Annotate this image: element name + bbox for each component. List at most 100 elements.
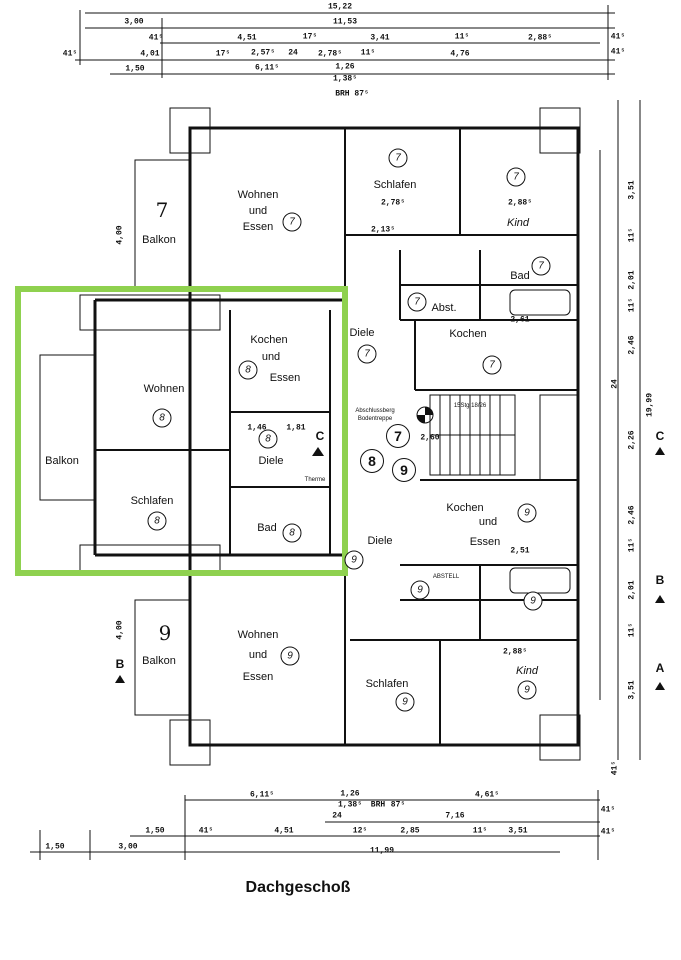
- dim: 2,88⁵: [507, 198, 533, 208]
- dim: 2,88⁵: [527, 33, 553, 43]
- dim: 41⁵: [198, 826, 214, 836]
- dim: 2,26: [627, 430, 637, 450]
- dim: 17⁵: [215, 49, 231, 59]
- unit-number-badge: 9: [523, 591, 543, 611]
- dim: 2,51: [510, 546, 530, 556]
- dim: 1,50: [125, 64, 145, 74]
- room-label-balkon: Balkon: [142, 234, 176, 246]
- unit-number-badge: 8: [258, 429, 278, 449]
- bottom-dimension-lines: [30, 790, 600, 860]
- room-label-und: und: [478, 516, 498, 528]
- stair-steps: 15Stg 18/26: [453, 403, 487, 409]
- dim: 41⁵: [610, 47, 626, 57]
- section-b-left-marker: [115, 675, 125, 683]
- section-label-b-left: B: [115, 657, 125, 671]
- top-dimension-lines: [75, 5, 615, 80]
- bathtubs: [509, 289, 571, 594]
- dim: 4,01: [140, 49, 160, 59]
- floor-title: Dachgeschoß: [245, 879, 351, 896]
- dim: 2,85: [400, 826, 420, 836]
- section-label-b: B: [655, 573, 665, 587]
- room-label-essen: Essen: [242, 221, 274, 233]
- right-dimension-lines: [599, 100, 641, 760]
- dim: 24: [332, 811, 342, 821]
- unit-number-badge: 7: [357, 344, 377, 364]
- unit-number-badge: 7: [482, 355, 502, 375]
- unit-number-badge: 8: [152, 408, 172, 428]
- dim: 3,41: [370, 33, 390, 43]
- dim: 2,01: [627, 580, 637, 600]
- stair-note: Bodentreppe: [357, 416, 393, 422]
- unit-number-badge: 9: [395, 692, 415, 712]
- dim: 24: [610, 379, 620, 389]
- room-label-schlafen: Schlafen: [365, 678, 409, 690]
- dim: 2,57⁵: [250, 48, 276, 58]
- dim: 6,11⁵: [249, 790, 275, 800]
- unit-number-badge: 7: [506, 167, 526, 187]
- dim: 1,46: [247, 423, 267, 433]
- unit-number-badge: 8: [238, 360, 258, 380]
- dim: 12⁵: [352, 826, 368, 836]
- dim: 2,46: [627, 505, 637, 525]
- dim: 11⁵: [627, 227, 637, 243]
- dim: 11⁵: [627, 537, 637, 553]
- room-label-diele: Diele: [258, 455, 284, 467]
- dim: 2,61: [510, 315, 530, 325]
- dim: 2,78⁵: [317, 49, 343, 59]
- dim: 11,99: [369, 846, 395, 856]
- room-label-essen: Essen: [242, 671, 274, 683]
- room-label-essen: Essen: [469, 536, 501, 548]
- dim: 2,46: [627, 335, 637, 355]
- dim: 7,16: [445, 811, 465, 821]
- room-label-abstell: ABSTELL: [432, 574, 460, 580]
- handwritten-unit-number: 7: [155, 198, 169, 222]
- room-label-bad: Bad: [510, 270, 530, 282]
- dim: 17⁵: [302, 32, 318, 42]
- dim: 3,51: [627, 680, 637, 700]
- room-label-diele: Diele: [349, 327, 375, 339]
- room-label-kochen: Kochen: [446, 502, 484, 514]
- dim: 41⁵: [610, 32, 626, 42]
- section-a-marker: [655, 682, 665, 690]
- dim: 1,26: [335, 62, 355, 72]
- room-label-wohnen: Wohnen: [143, 383, 185, 395]
- dim: 3,51: [508, 826, 528, 836]
- section-label-c: C: [655, 429, 665, 443]
- dim: 2,88⁵: [502, 647, 528, 657]
- room-label-und: und: [261, 351, 281, 363]
- dim: 24: [288, 48, 298, 58]
- unit-number-badge: 9: [410, 580, 430, 600]
- dim: 3,51: [627, 180, 637, 200]
- dim: 2,60: [420, 433, 440, 443]
- dim: 87⁵: [390, 800, 406, 810]
- unit-number-badge: 8: [147, 511, 167, 531]
- room-label-schlafen: Schlafen: [373, 179, 417, 191]
- room-label-und: und: [248, 205, 268, 217]
- dim: 4,51: [274, 826, 294, 836]
- room-label-abst: Abst.: [431, 302, 457, 314]
- room-label-kochen: Kochen: [250, 334, 288, 346]
- stair-unit-number: 7: [386, 424, 410, 448]
- dim: 11⁵: [627, 622, 637, 638]
- unit-8-highlight: [15, 286, 348, 576]
- dim: 3,00: [124, 17, 144, 27]
- unit-number-badge: 8: [282, 523, 302, 543]
- dim: 11,53: [332, 17, 358, 27]
- dim: BRH: [370, 800, 386, 810]
- section-c-marker: [655, 447, 665, 455]
- dim: 4,00: [115, 225, 125, 245]
- section-label-c-mid: C: [315, 429, 325, 443]
- stair-note: Abschlussberg: [355, 408, 395, 414]
- therme-label: Therme: [304, 477, 326, 483]
- dim: 1,38⁵: [337, 800, 363, 810]
- dim: 1,81: [286, 423, 306, 433]
- dim: 4,00: [115, 620, 125, 640]
- dim-total-height: 19,99: [645, 392, 655, 418]
- balconies: [39, 107, 581, 766]
- room-label-kind: Kind: [515, 665, 539, 677]
- dim: 3,00: [118, 842, 138, 852]
- unit-number-badge: 7: [407, 292, 427, 312]
- dim: 41⁵: [148, 33, 164, 43]
- unit-number-badge: 7: [531, 256, 551, 276]
- dim: 2,01: [627, 270, 637, 290]
